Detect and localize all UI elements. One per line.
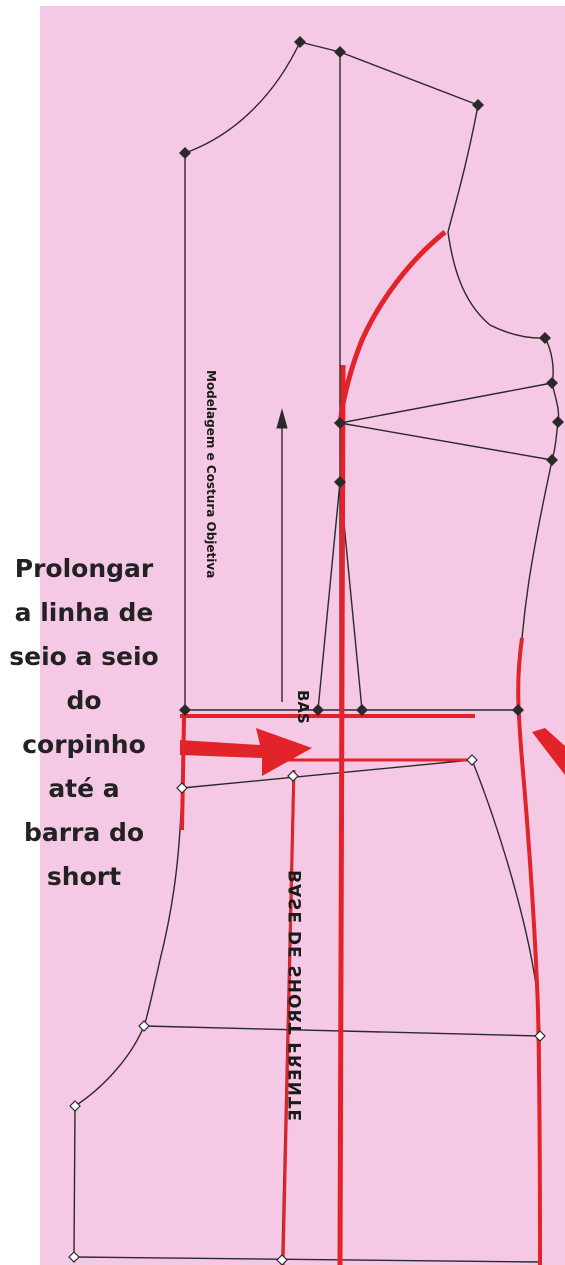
short-point bbox=[138, 1020, 150, 1032]
red-bust-extension bbox=[337, 364, 346, 1265]
bodice-point bbox=[552, 416, 564, 428]
bodice-base-label: BAS bbox=[294, 690, 312, 724]
red-left-edge bbox=[180, 717, 186, 831]
neckline bbox=[184, 41, 301, 154]
brand-label: Modelagem e Costura Objetiva bbox=[204, 370, 218, 578]
short-left-side bbox=[143, 787, 183, 1027]
red-arrow-right-icon bbox=[180, 728, 312, 776]
short-crotch-curve bbox=[74, 1025, 145, 1107]
caption-line: Prolongar bbox=[15, 554, 154, 583]
caption-line: barra do bbox=[24, 818, 144, 847]
short-point bbox=[287, 770, 299, 782]
bust-dart-upper bbox=[339, 382, 553, 424]
bodice-point bbox=[539, 332, 551, 344]
short-point bbox=[176, 782, 188, 794]
caption-line: a linha de bbox=[15, 598, 154, 627]
short-left-leg bbox=[73, 1105, 76, 1258]
bodice-point bbox=[334, 417, 346, 429]
pattern-paper bbox=[40, 6, 565, 1265]
bodice-point bbox=[312, 704, 324, 716]
waist-dart-left bbox=[317, 481, 341, 711]
short-waistline bbox=[181, 759, 473, 789]
red-short-center bbox=[281, 769, 296, 1265]
short-points bbox=[68, 754, 546, 1265]
bodice-point bbox=[546, 377, 558, 389]
bodice-point bbox=[334, 476, 346, 488]
caption-line: corpinho bbox=[22, 730, 146, 759]
bust-dart-lower bbox=[339, 422, 553, 461]
bodice-points bbox=[179, 36, 564, 716]
caption-line: short bbox=[47, 862, 121, 891]
shoulder-seam bbox=[339, 51, 479, 106]
bodice-point bbox=[472, 99, 484, 111]
short-point bbox=[466, 754, 478, 766]
short-point bbox=[276, 1254, 288, 1265]
armhole-curve bbox=[447, 104, 546, 339]
bodice-point bbox=[546, 454, 558, 466]
caption-line: do bbox=[66, 686, 101, 715]
caption-line: seio a seio bbox=[9, 642, 158, 671]
short-point bbox=[534, 1030, 546, 1042]
short-point bbox=[68, 1251, 80, 1263]
caption-line: até a bbox=[48, 774, 119, 803]
short-hem bbox=[73, 1256, 541, 1263]
shoulder-top-line bbox=[299, 41, 341, 53]
bodice-point bbox=[356, 704, 368, 716]
short-base-label: BASE DE SHORT FRENTE bbox=[286, 870, 306, 1122]
bodice-point bbox=[294, 36, 306, 48]
instruction-caption: Prolongar a linha de seio a seio do corp… bbox=[9, 554, 158, 891]
bodice-point bbox=[512, 704, 524, 716]
bodice-point bbox=[179, 147, 191, 159]
grainline-arrow-icon bbox=[276, 408, 288, 702]
short-point bbox=[69, 1100, 81, 1112]
red-modifications bbox=[180, 230, 542, 1265]
bodice-point bbox=[179, 704, 191, 716]
red-arrow-left-icon bbox=[532, 728, 565, 775]
side-profile bbox=[544, 337, 560, 461]
bodice-point bbox=[334, 46, 346, 58]
